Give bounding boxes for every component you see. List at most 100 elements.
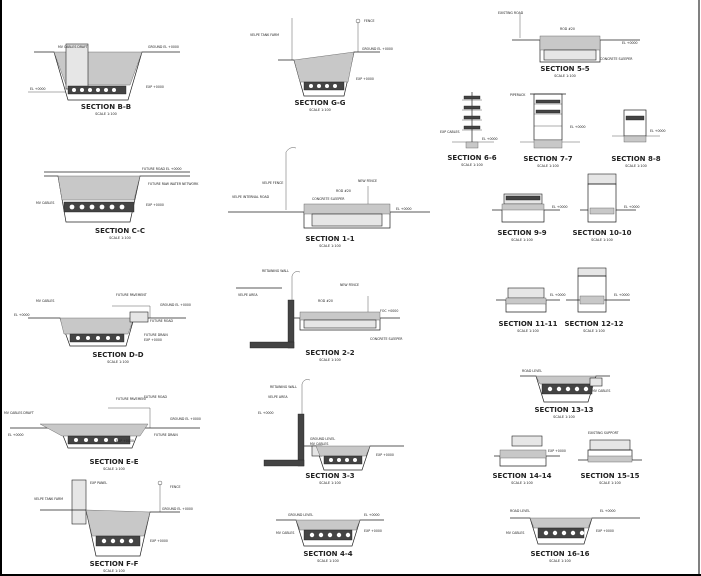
section-6-6-label-1: EXP CABLES: [440, 130, 460, 134]
section-1-1-label-4: NEW FENCE: [358, 179, 377, 183]
section-8-8-label-1: EL +0000: [650, 129, 666, 133]
section-11-11-scale: SCALE 1:100: [517, 329, 539, 333]
section-5-5-label-3: EL +0000: [622, 41, 638, 45]
section-d-d-label-6: FUTURE DRAIN: [144, 333, 168, 337]
section-d-d-label-3: GROUND EL +0000: [160, 303, 191, 307]
section-14-14: EXP +0000 SECTION 14-14 SCALE 1:100: [493, 435, 566, 485]
section-8-8: EL +0000 SECTION 8-8 SCALE 1:100: [611, 109, 666, 168]
section-5-5-label-1: EXISTING ROAD: [498, 11, 524, 15]
section-4-4-label-3: EL +0000: [364, 513, 380, 517]
section-16-16-label-4: EXP +0000: [596, 529, 614, 533]
section-g-g-label-4: EXP +0000: [356, 77, 374, 81]
section-9-9-title: SECTION 9-9: [497, 229, 546, 237]
section-11-11-label-1: EL +0000: [550, 293, 566, 297]
section-b-b-title: SECTION B-B: [81, 103, 131, 111]
section-b-b-label-1: MV CABLES DRAFT: [58, 45, 88, 49]
section-6-6: EXP CABLES EL +0000 SECTION 6-6 SCALE 1:…: [440, 92, 498, 167]
section-g-g-label-1: VELPE TANK FARM: [250, 33, 279, 37]
section-e-e-label-1: MV CABLES DRAFT: [4, 411, 34, 415]
section-13-13-scale: SCALE 1:100: [553, 415, 575, 419]
section-e-e-scale: SCALE 1:100: [103, 467, 125, 471]
section-16-16-label-1: ROAD LEVEL: [510, 509, 530, 513]
section-3-3: RETAINING WALL VELPE AREA EL +0000 GROUN…: [258, 379, 404, 485]
section-2-2-title: SECTION 2-2: [305, 349, 354, 357]
section-5-5-label-4: CONCRETE SLEEPER: [600, 57, 633, 61]
section-b-b-label-2: GROUND EL +0000: [148, 45, 179, 49]
section-g-g-title: SECTION G-G: [295, 99, 346, 107]
section-1-1-scale: SCALE 1:100: [319, 244, 341, 248]
section-16-16-label-2: EL +0000: [600, 509, 616, 513]
section-12-12-title: SECTION 12-12: [565, 320, 624, 328]
section-e-e-title: SECTION E-E: [89, 458, 138, 466]
section-4-4-label-2: MV CABLES: [276, 531, 294, 535]
section-5-5: EXISTING ROAD ROD #20 EL +0000 CONCRETE …: [498, 11, 640, 78]
section-4-4-label-4: EXP +0000: [364, 529, 382, 533]
section-g-g-label-3: GROUND EL +0000: [362, 47, 393, 51]
section-10-10-scale: SCALE 1:100: [591, 238, 613, 242]
section-3-3-label-6: EXP +0000: [376, 453, 394, 457]
section-3-3-label-2: VELPE AREA: [268, 395, 288, 399]
section-2-2-label-5: FOC +0000: [380, 309, 398, 313]
section-11-11-title: SECTION 11-11: [499, 320, 558, 328]
section-b-b-label-3: EL +0000: [30, 87, 46, 91]
section-6-6-title: SECTION 6-6: [447, 154, 496, 162]
section-c-c-label-2: FUTURE RAW WATER NETWORK: [148, 182, 199, 186]
section-f-f: VELPE TANK FARM EXP PANEL FENCE GROUND E…: [34, 479, 193, 573]
section-1-1-label-2: VELPE INTERNAL ROAD: [232, 195, 270, 199]
section-4-4-scale: SCALE 1:100: [317, 559, 339, 563]
section-9-9-scale: SCALE 1:100: [511, 238, 533, 242]
section-d-d-title: SECTION D-D: [92, 351, 143, 359]
section-11-11: EL +0000 SECTION 11-11 SCALE 1:100: [496, 287, 566, 333]
section-15-15-title: SECTION 15-15: [581, 472, 640, 480]
section-6-6-label-2: EL +0000: [482, 137, 498, 141]
section-15-15: EXISTING SUPPORT SECTION 15-15 SCALE 1:1…: [578, 431, 642, 485]
section-13-13-title: SECTION 13-13: [535, 406, 594, 414]
section-7-7: PIPERACK EL +0000 SECTION 7-7 SCALE 1:10…: [510, 93, 586, 168]
section-2-2: RETAINING WALL VELPE AREA NEW FENCE ROD …: [236, 269, 403, 362]
section-8-8-scale: SCALE 1:100: [625, 164, 647, 168]
section-13-13: ROAD LEVEL MV CABLES SECTION 13-13 SCALE…: [520, 369, 610, 419]
section-14-14-title: SECTION 14-14: [493, 472, 552, 480]
section-d-d-label-4: FUTURE ROAD: [150, 319, 174, 323]
section-1-1: VELPE FENCE VELPE INTERNAL ROAD ROD #20 …: [228, 147, 430, 248]
section-1-1-label-6: EL +0000: [396, 207, 412, 211]
section-b-b: MV CABLES DRAFT GROUND EL +0000 EL +0000…: [28, 43, 180, 116]
section-c-c-title: SECTION C-C: [95, 227, 145, 235]
section-f-f-label-5: EXP +0000: [150, 539, 168, 543]
section-10-10: EL +0000 SECTION 10-10 SCALE 1:100: [573, 173, 640, 242]
section-e-e-label-5: EL +0000: [8, 433, 24, 437]
section-7-7-title: SECTION 7-7: [523, 155, 572, 163]
section-16-16-title: SECTION 16-16: [531, 550, 590, 558]
section-g-g-label-2: FENCE: [364, 19, 374, 23]
section-f-f-label-3: FENCE: [170, 485, 180, 489]
section-13-13-label-2: MV CABLES: [592, 389, 610, 393]
section-13-13-label-1: ROAD LEVEL: [522, 369, 542, 373]
section-2-2-label-6: CONCRETE SLEEPER: [370, 337, 403, 341]
section-d-d-label-1: MV CABLES: [36, 299, 54, 303]
section-2-2-label-4: ROD #20: [318, 299, 333, 303]
section-b-b-label-4: EXP +0000: [146, 85, 164, 89]
section-e-e-label-4: GROUND EL +0000: [170, 417, 201, 421]
section-2-2-label-1: RETAINING WALL: [262, 269, 289, 273]
section-7-7-label-1: PIPERACK: [510, 93, 526, 97]
section-g-g: VELPE TANK FARM FENCE GROUND EL +0000 EX…: [250, 18, 393, 112]
section-2-2-scale: SCALE 1:100: [319, 358, 341, 362]
section-5-5-label-2: ROD #20: [560, 27, 575, 31]
section-1-1-title: SECTION 1-1: [305, 235, 354, 243]
section-e-e-label-7: EXP +0000: [116, 439, 134, 443]
section-c-c-label-1: FUTURE ROAD EL +0000: [142, 167, 182, 171]
section-5-5-title: SECTION 5-5: [540, 65, 589, 73]
section-12-12-label-1: EL +0000: [614, 293, 630, 297]
section-16-16-scale: SCALE 1:100: [549, 559, 571, 563]
section-d-d-label-7: EXP +0000: [144, 338, 162, 342]
section-3-3-label-3: EL +0000: [258, 411, 274, 415]
section-7-7-scale: SCALE 1:100: [537, 164, 559, 168]
section-12-12-scale: SCALE 1:100: [583, 329, 605, 333]
section-3-3-title: SECTION 3-3: [305, 472, 354, 480]
section-3-3-label-4: GROUND LEVEL: [310, 437, 335, 441]
section-4-4-title: SECTION 4-4: [303, 550, 352, 558]
section-14-14-label-1: EXP +0000: [548, 449, 566, 453]
section-2-2-label-2: VELPE AREA: [238, 293, 258, 297]
section-b-b-scale: SCALE 1:100: [95, 112, 117, 116]
